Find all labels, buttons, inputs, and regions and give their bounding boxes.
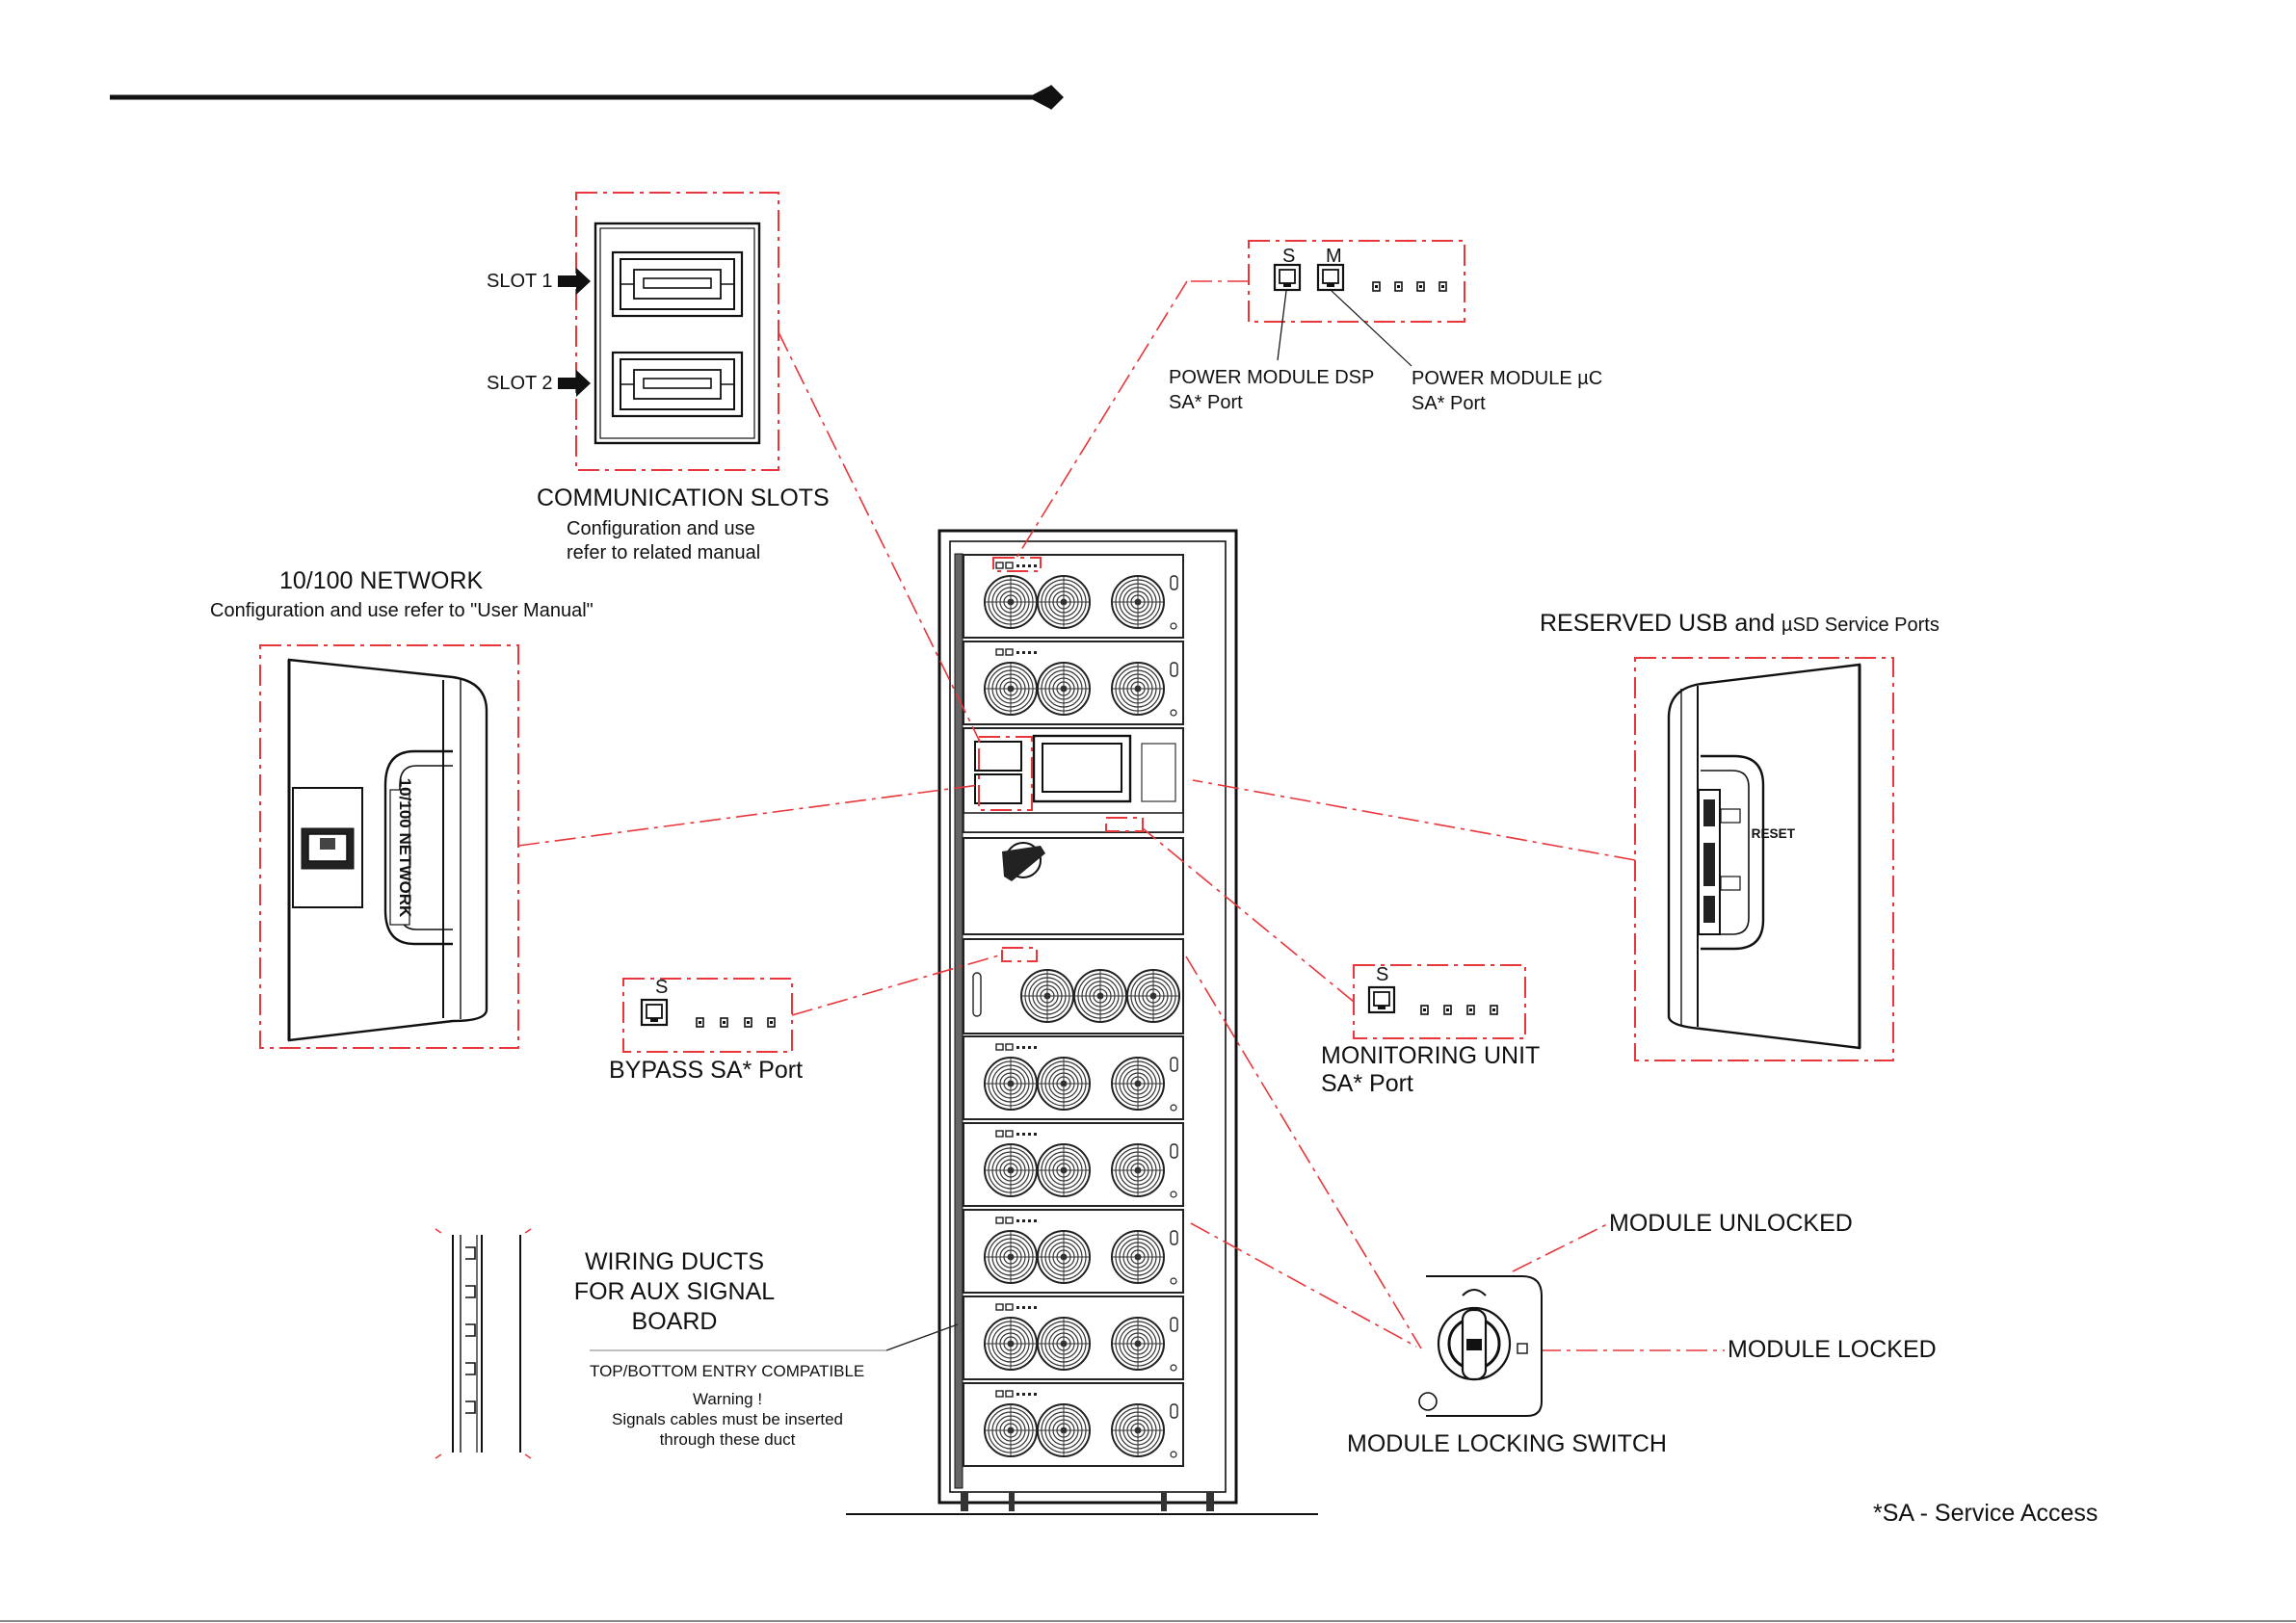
title-rule: [110, 85, 1064, 110]
wiring-duct-detail: [435, 1228, 532, 1459]
ups-cabinet: [846, 529, 1318, 1515]
ducts-line1: WIRING DUCTS: [584, 1248, 765, 1275]
control-panel: [963, 727, 1184, 833]
warning-line3: through these duct: [659, 1430, 796, 1449]
comm-slots-sub2: refer to related manual: [567, 542, 761, 563]
reset-mark: RESET: [1751, 826, 1796, 842]
warning-line2: Signals cables must be inserted: [611, 1410, 844, 1428]
dsp-title: POWER MODULE DSP: [1169, 367, 1375, 388]
comm-slots-title: COMMUNICATION SLOTS: [537, 484, 830, 511]
footnote: *SA - Service Access: [1873, 1500, 2098, 1527]
monitoring-port-detail: [1367, 985, 1498, 1015]
monitor-title: MONITORING UNIT: [1321, 1042, 1541, 1069]
bypass-s-mark: S: [655, 977, 669, 998]
usb-title: RESERVED USB and µSD Service Ports: [1540, 610, 1940, 637]
module-unlocked-label: MODULE UNLOCKED: [1609, 1210, 1853, 1237]
module-locked-label: MODULE LOCKED: [1728, 1336, 1937, 1363]
slot1-label: SLOT 1: [487, 271, 553, 292]
network-title: 10/100 NETWORK: [279, 567, 484, 594]
locking-switch-label: MODULE LOCKING SWITCH: [1347, 1430, 1667, 1457]
bypass-switch-panel: [963, 837, 1184, 935]
uc-title: POWER MODULE µC: [1412, 368, 1603, 389]
communication-slots-detail: [558, 222, 761, 445]
bypass-module: [963, 938, 1184, 1034]
comm-slots-sub1: Configuration and use: [567, 518, 755, 539]
monitor-port: SA* Port: [1321, 1070, 1413, 1097]
dsp-s-mark: S: [1282, 246, 1296, 267]
uc-port: SA* Port: [1412, 393, 1486, 414]
monitor-s-mark: S: [1376, 964, 1389, 985]
network-port-detail: [287, 658, 488, 1042]
power-module-ports-detail: [1273, 263, 1447, 367]
uc-m-mark: M: [1326, 246, 1342, 267]
entry-note: TOP/BOTTOM ENTRY COMPATIBLE: [590, 1362, 865, 1380]
warning-line1: Warning !: [692, 1390, 763, 1408]
slot2-label: SLOT 2: [487, 373, 553, 394]
network-sub: Configuration and use refer to "User Man…: [210, 600, 594, 621]
locking-switch-detail: [1418, 1275, 1543, 1417]
bypass-port-detail: [640, 998, 776, 1028]
dsp-port: SA* Port: [1169, 392, 1243, 413]
leader-lines: [517, 280, 1725, 1351]
network-plate-text: 10/100 NETWORK: [396, 777, 415, 918]
ducts-line3: BOARD: [631, 1308, 718, 1335]
ducts-line2: FOR AUX SIGNAL: [573, 1278, 776, 1305]
usb-sd-detail: [1667, 663, 1861, 1050]
bypass-label: BYPASS SA* Port: [609, 1057, 804, 1084]
